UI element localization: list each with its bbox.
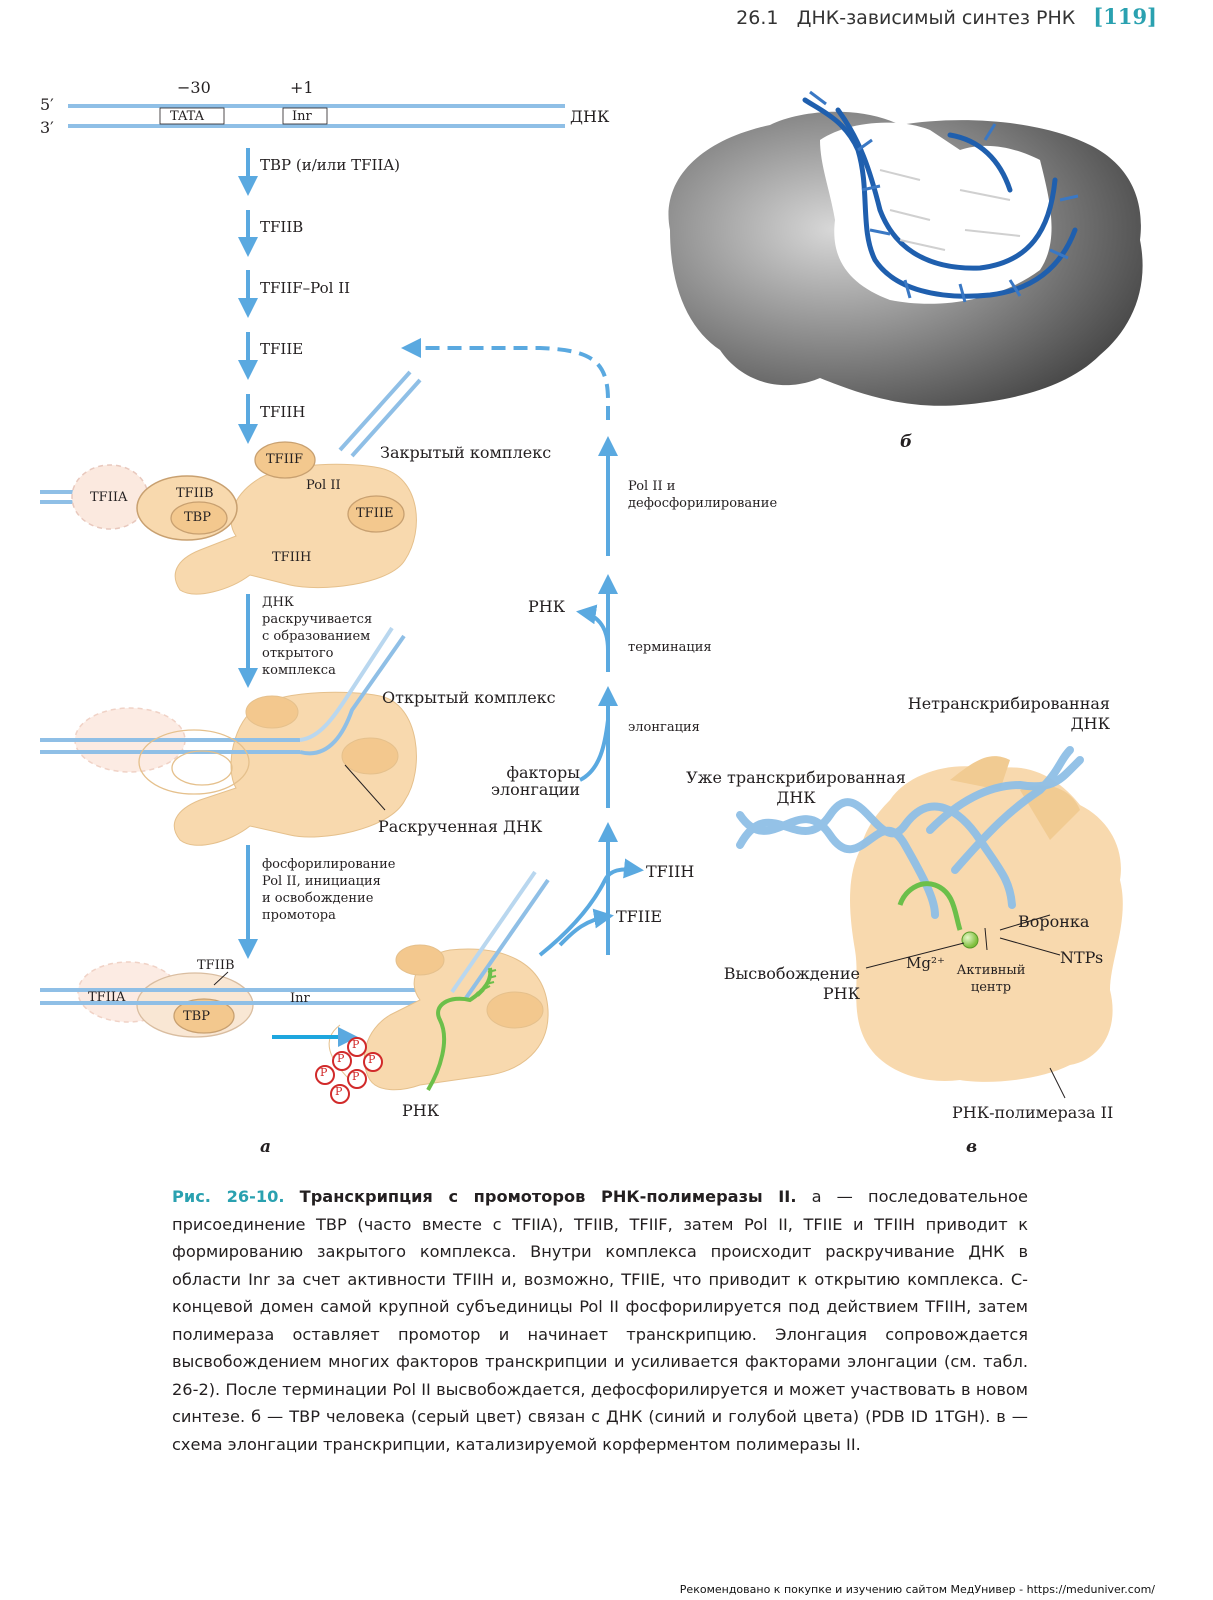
phosphate-1: P (352, 1038, 360, 1051)
unwound-dna-label: Раскрученная ДНК (378, 817, 543, 836)
bottom-rna: РНК (402, 1101, 440, 1120)
label-minus30: −30 (177, 78, 211, 97)
protein-tfiif: TFIIF (266, 452, 303, 467)
bottom-tbp: TBP (183, 1009, 210, 1024)
phosphate-2: P (337, 1052, 345, 1065)
initiation-complex (40, 870, 550, 1092)
polymerase-label: РНК-полимераза II (952, 1103, 1114, 1122)
phosphate-groups (315, 1037, 383, 1104)
rna-in-polymerase (897, 881, 963, 931)
footer-note: Рекомендовано к покупке и изучению сайто… (679, 1583, 1155, 1596)
released-tfiih: TFIIH (646, 862, 695, 881)
protein-tfiia: TFIIA (90, 490, 128, 505)
tbp-dna-structure (668, 90, 1143, 406)
unwinding-step-label: ДНК раскручивается с образованием открыт… (262, 595, 373, 678)
protein-pol2: Pol II (306, 478, 341, 493)
label-plus1: +1 (290, 78, 314, 97)
label-dna: ДНК (570, 107, 610, 126)
label-3prime: 3′ (40, 118, 54, 137)
closed-complex-label: Закрытый комплекс (380, 443, 552, 462)
transcribed-dna-label: Уже транскрибированная ДНК (686, 768, 906, 807)
elongation-factors-label: факторы элонгации (491, 763, 580, 799)
protein-tfiib: TFIIB (176, 486, 214, 501)
cycle-arrows (401, 338, 618, 955)
label-inr: Inr (292, 109, 312, 124)
bottom-tfiib: TFIIB (197, 958, 235, 973)
elongation-scheme (736, 746, 1123, 1099)
page-number: [119] (1093, 4, 1157, 29)
rna-released-label: РНК (528, 597, 566, 616)
figure-caption: Рис. 26-10. Транскрипция с промоторов РН… (172, 1183, 1028, 1458)
inr-box (282, 107, 328, 125)
protein-tfiie: TFIIE (356, 506, 394, 521)
active-site-label: Активный центр (956, 963, 1026, 995)
phosphate-6: P (335, 1085, 343, 1098)
step-tfiih: TFIIH (260, 403, 306, 421)
protein-tbp: TBP (184, 510, 211, 525)
open-complex-label: Открытый комплекс (382, 688, 556, 707)
phosphate-5: P (352, 1070, 360, 1083)
panel-b-label: б (900, 432, 913, 452)
section-title: ДНК-зависимый синтез РНК (796, 7, 1076, 29)
funnel-label: Воронка (1018, 912, 1090, 931)
bottom-tfiia: TFIIA (88, 990, 126, 1005)
released-tfiie: TFIIE (616, 907, 663, 926)
closed-complex (40, 370, 422, 595)
ntps-label: NTPs (1060, 948, 1104, 967)
label-5prime: 5′ (40, 95, 54, 114)
promoter-dna (68, 104, 565, 128)
nontemplate-dna-label: Нетранскрибированная ДНК (907, 694, 1110, 733)
protein-tfiih: TFIIH (272, 550, 312, 565)
bottom-inr: Inr (290, 991, 310, 1006)
label-tata: TATA (170, 109, 204, 124)
release-arrows (538, 858, 644, 957)
step-tfiie: TFIIE (260, 340, 304, 358)
caption-figure-number: Рис. 26-10. (172, 1187, 285, 1206)
termination-label: терминация (628, 640, 712, 655)
rna-release-label: Высвобождение РНК (723, 964, 860, 1003)
open-complex (40, 626, 417, 846)
phosphorylation-step-label: фосфорилирование Pol II, инициация и осв… (262, 857, 396, 923)
recycle-label: Pol II и дефосфорилирование (628, 479, 778, 511)
phosphate-4: P (320, 1066, 328, 1079)
panel-c-label: в (966, 1137, 978, 1157)
step-tfiib: TFIIB (260, 218, 304, 236)
caption-text: а — последовательное присоединение TBP (… (172, 1187, 1028, 1454)
tata-box (159, 107, 225, 125)
step-tbp: TBP (и/или TFIIA) (260, 156, 401, 174)
figure-graphics (40, 90, 1143, 1104)
step-tfiif-pol2: TFIIF–Pol II (260, 279, 351, 297)
elongation-label: элонгация (628, 720, 700, 735)
mg-ion (961, 931, 979, 949)
section-number: 26.1 (736, 7, 779, 29)
rna-strand (426, 967, 493, 1092)
phosphate-3: P (368, 1053, 376, 1066)
panel-a-label: а (260, 1137, 272, 1157)
mg-label: Mg²⁺ (906, 954, 945, 972)
caption-title: Транскрипция с промоторов РНК-полимеразы… (299, 1187, 797, 1206)
running-header: 26.1 ДНК-зависимый синтез РНК [119] (736, 4, 1157, 29)
